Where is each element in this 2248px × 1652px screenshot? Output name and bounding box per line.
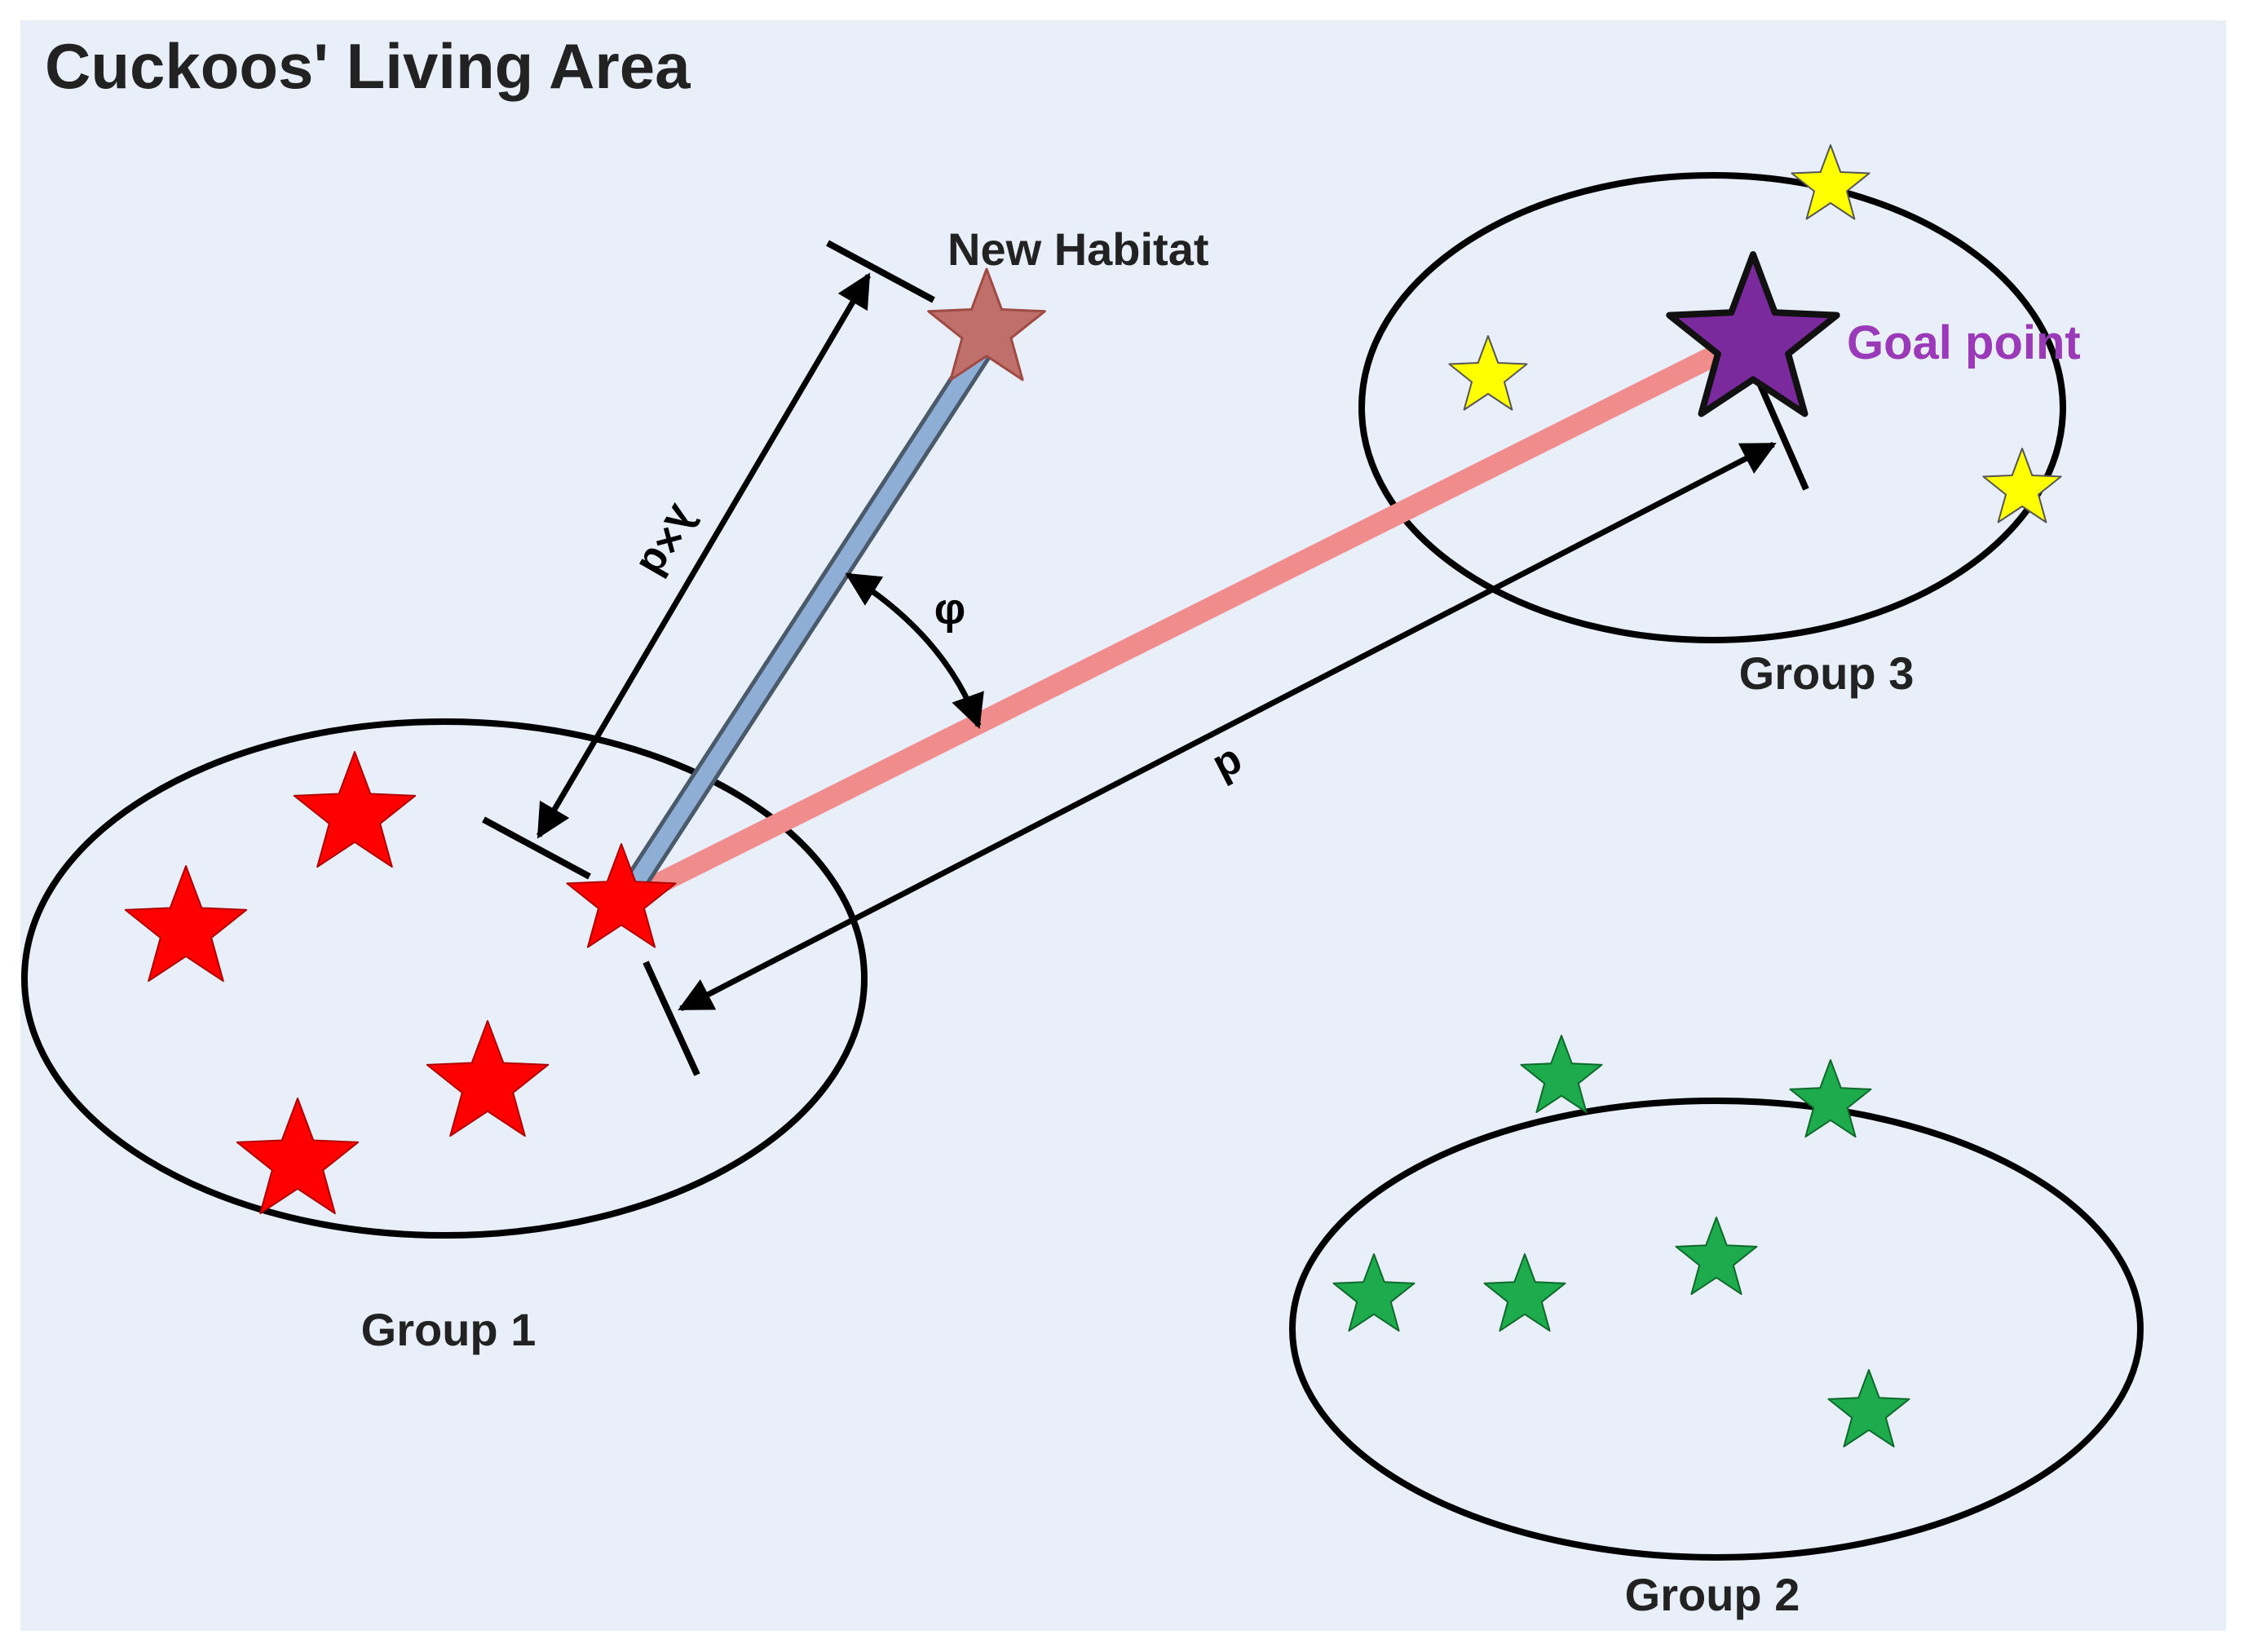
red-star — [426, 1020, 550, 1137]
green-star — [1483, 1253, 1566, 1332]
new-habitat-star — [927, 267, 1046, 382]
red-star — [124, 865, 248, 983]
green-star — [1332, 1253, 1415, 1332]
stars-layer — [124, 144, 2062, 1448]
red-star — [236, 1098, 360, 1215]
group-3-label: Group 3 — [1739, 647, 1915, 699]
yellow-star — [1448, 335, 1528, 411]
green-star — [1520, 1035, 1603, 1114]
new-habitat-label: New Habitat — [947, 223, 1209, 275]
lambda-d-end-tick-top — [826, 240, 935, 303]
d-end-tick-start — [643, 961, 700, 1076]
d-end-tick-goal — [1756, 382, 1809, 491]
phi-angle-arc — [845, 572, 984, 729]
green-star — [1675, 1217, 1758, 1296]
green-star — [1827, 1369, 1910, 1448]
goal-point-star — [1666, 251, 1840, 417]
group-2-label: Group 2 — [1625, 1569, 1800, 1620]
goal-point-label: Goal point — [1847, 316, 2081, 369]
yellow-star — [1982, 448, 2062, 523]
group-1-label: Group 1 — [361, 1304, 537, 1355]
red-star — [293, 751, 417, 868]
green-star — [1789, 1059, 1872, 1138]
yellow-star — [1791, 144, 1870, 220]
diagram-title: Cuckoos' Living Area — [45, 30, 691, 102]
current-cuckoo-star — [566, 843, 677, 948]
d-dimension-arrow — [678, 441, 1777, 1012]
group-2-ellipse — [1289, 1098, 2144, 1561]
phi-label: φ — [934, 585, 966, 634]
lambda-d-end-tick-bottom — [482, 816, 591, 880]
